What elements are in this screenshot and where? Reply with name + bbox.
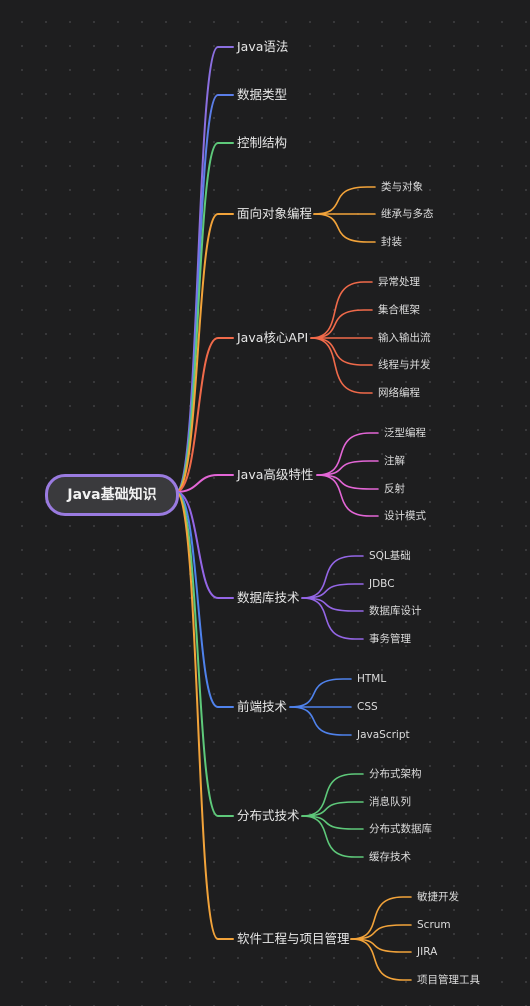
branch-connector	[175, 491, 234, 708]
branch-connector	[175, 142, 234, 493]
leaf-node[interactable]: 项目管理工具	[417, 974, 480, 986]
leaf-node[interactable]: 反射	[384, 483, 405, 495]
leaf-node[interactable]: 封装	[381, 236, 402, 248]
leaf-connector	[301, 583, 364, 599]
leaf-connector	[289, 706, 352, 736]
leaf-connector	[301, 597, 364, 612]
leaf-connector	[350, 938, 412, 981]
root-node[interactable]: Java基础知识	[45, 474, 179, 516]
leaf-node[interactable]: 网络编程	[378, 387, 420, 399]
branch-connector	[175, 94, 234, 493]
leaf-node[interactable]: JDBC	[369, 578, 395, 590]
leaf-connector	[350, 896, 412, 940]
leaf-node[interactable]: 类与对象	[381, 181, 423, 193]
leaf-connector	[313, 186, 376, 215]
leaf-node[interactable]: 事务管理	[369, 633, 411, 645]
branch-connector	[175, 491, 234, 599]
leaf-connector	[313, 213, 376, 243]
leaf-node[interactable]: 输入输出流	[378, 332, 431, 344]
leaf-connector	[301, 801, 364, 817]
leaf-connector	[310, 281, 373, 339]
branch-connector	[175, 474, 234, 493]
leaf-connector	[316, 474, 379, 490]
branch-node[interactable]: Java语法	[237, 39, 289, 54]
leaf-connector	[301, 555, 364, 599]
leaf-node[interactable]: 注解	[384, 455, 405, 467]
branch-node[interactable]: 数据类型	[237, 87, 288, 102]
branch-node[interactable]: Java核心API	[237, 330, 309, 345]
leaf-node[interactable]: 消息队列	[369, 796, 411, 808]
branch-node[interactable]: 控制结构	[237, 135, 288, 150]
leaf-node[interactable]: 数据库设计	[369, 605, 422, 617]
leaf-node[interactable]: 设计模式	[384, 510, 426, 522]
leaf-node[interactable]: CSS	[357, 701, 378, 713]
leaf-connector	[316, 460, 379, 476]
leaf-node[interactable]: 分布式数据库	[369, 823, 432, 835]
leaf-connector	[316, 432, 379, 476]
leaf-node[interactable]: JIRA	[417, 946, 438, 958]
leaf-node[interactable]: 缓存技术	[369, 851, 411, 863]
branch-node[interactable]: 软件工程与项目管理	[237, 931, 350, 946]
leaf-node[interactable]: HTML	[357, 673, 387, 685]
leaf-connector	[301, 815, 364, 858]
branch-connector	[175, 213, 234, 493]
leaf-connector	[310, 309, 373, 339]
branch-connector	[175, 491, 234, 940]
leaf-connector	[301, 773, 364, 817]
branch-node[interactable]: Java高级特性	[237, 467, 314, 482]
leaf-node[interactable]: JavaScript	[357, 729, 410, 741]
branch-node[interactable]: 前端技术	[237, 699, 288, 714]
branch-connector	[175, 337, 234, 493]
branch-node[interactable]: 面向对象编程	[237, 206, 313, 221]
branch-node[interactable]: 分布式技术	[237, 808, 300, 823]
leaf-node[interactable]: 分布式架构	[369, 768, 422, 780]
leaf-node[interactable]: 异常处理	[378, 276, 420, 288]
leaf-connector	[316, 474, 379, 517]
leaf-connector	[350, 938, 412, 953]
leaf-connector	[350, 924, 412, 940]
leaf-connector	[301, 815, 364, 830]
leaf-connector	[289, 678, 352, 708]
leaf-connector	[301, 597, 364, 640]
branch-node[interactable]: 数据库技术	[237, 590, 300, 605]
leaf-node[interactable]: 线程与并发	[378, 359, 431, 371]
leaf-node[interactable]: SQL基础	[369, 550, 411, 562]
leaf-node[interactable]: 敏捷开发	[417, 891, 459, 903]
leaf-node[interactable]: Scrum	[417, 919, 451, 931]
leaf-connector	[310, 337, 373, 366]
leaf-node[interactable]: 继承与多态	[381, 208, 434, 220]
leaf-connector	[310, 337, 373, 394]
leaf-node[interactable]: 集合框架	[378, 304, 420, 316]
leaf-node[interactable]: 泛型编程	[384, 427, 426, 439]
branch-connector	[175, 491, 234, 817]
